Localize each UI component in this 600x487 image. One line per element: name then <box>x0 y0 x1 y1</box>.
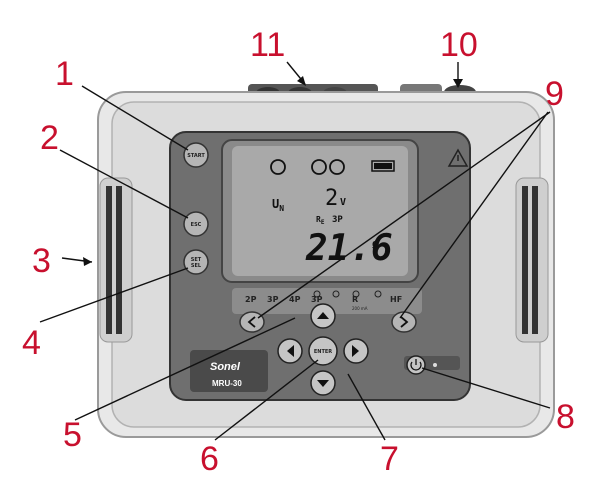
leader-arrowheads <box>83 76 463 266</box>
mode-label: 2P <box>245 295 257 304</box>
svg-text:ESC: ESC <box>191 222 202 228</box>
power-led-icon <box>433 363 437 367</box>
model-label: MRU-30 <box>212 379 242 388</box>
dpad: ENTER <box>277 303 369 396</box>
mode-left-button[interactable] <box>239 311 265 333</box>
arrow-left-button[interactable] <box>277 338 303 364</box>
enter-button[interactable]: ENTER <box>308 336 338 366</box>
callout-11: 11 <box>250 26 285 64</box>
arrow-up-button[interactable] <box>310 303 336 329</box>
mode-right-button[interactable] <box>391 311 417 333</box>
callout-3: 3 <box>32 242 51 280</box>
svg-text:START: START <box>187 153 205 159</box>
mode-indicator-leds <box>313 290 382 298</box>
left-grip <box>99 177 133 343</box>
lcd-value-unit: Ω <box>372 240 378 251</box>
lcd-voltage-unit: V <box>340 197 346 208</box>
lcd-un-label: UN <box>272 197 284 213</box>
arrow-right-button[interactable] <box>343 338 369 364</box>
start-button[interactable]: START <box>183 142 209 168</box>
lcd-voltage-digit: 2 <box>325 186 338 211</box>
power-button[interactable] <box>406 355 426 375</box>
lcd-mode-3p: 3P <box>332 215 343 225</box>
callout-4: 4 <box>22 324 41 362</box>
mode-label: 4P <box>289 295 301 304</box>
chevron-right-icon <box>400 316 409 328</box>
battery-icon <box>371 160 395 172</box>
svg-text:SEL: SEL <box>191 263 202 269</box>
brand-plate <box>190 350 268 392</box>
lcd-main-value: 21.6 <box>305 228 393 269</box>
chevron-left-icon <box>247 316 256 328</box>
callout-10: 10 <box>440 26 478 64</box>
callout-6: 6 <box>200 440 219 478</box>
mode-label: 3P <box>267 295 279 304</box>
svg-text:ENTER: ENTER <box>314 349 332 355</box>
mode-sub-label: 200 mA <box>352 306 368 311</box>
lcd-mode-r: RE <box>316 215 325 226</box>
callout-5: 5 <box>63 416 82 454</box>
callout-9: 9 <box>545 75 564 113</box>
power-icon <box>410 361 422 371</box>
callout-1: 1 <box>55 55 74 93</box>
set-sel-button[interactable]: SET SEL <box>183 249 209 275</box>
esc-button[interactable]: ESC <box>183 211 209 237</box>
warning-icon <box>447 148 469 167</box>
arrow-down-button[interactable] <box>310 370 336 396</box>
brand-logo: Sonel <box>210 361 241 373</box>
leader-lines <box>39 61 551 441</box>
svg-text:SET: SET <box>191 257 202 263</box>
callout-8: 8 <box>556 398 575 436</box>
mode-label: HF <box>390 295 402 304</box>
mode-label: 3P <box>311 295 323 304</box>
callout-7: 7 <box>380 440 399 478</box>
right-grip <box>515 177 549 343</box>
lcd-icons <box>270 159 395 175</box>
mode-label: R <box>352 295 358 304</box>
mode-strip <box>232 288 422 314</box>
callout-2: 2 <box>40 119 59 157</box>
